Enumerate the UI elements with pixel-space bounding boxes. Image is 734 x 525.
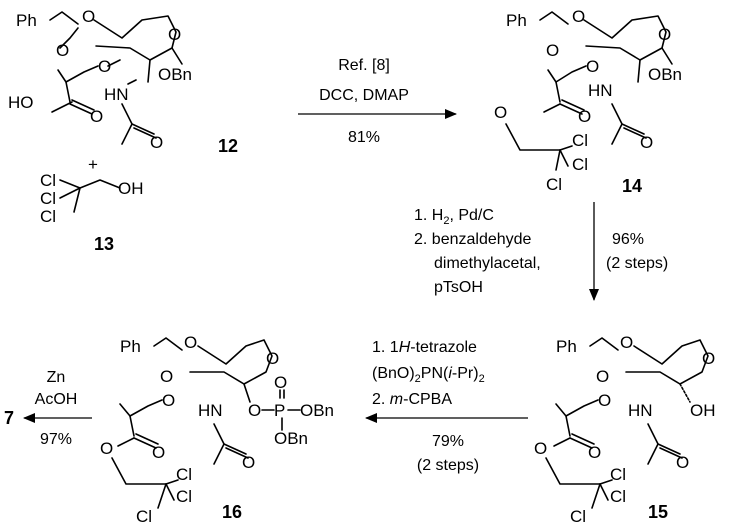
atom-o: O (184, 333, 197, 352)
atom-o: O (596, 367, 609, 386)
atom-o: O (274, 373, 287, 392)
atom-o: O (98, 57, 111, 76)
step4-reagent1: Zn (47, 369, 66, 386)
atom-o: O (702, 349, 715, 368)
atom-o: O (586, 57, 599, 76)
compound-label-15: 15 (648, 502, 668, 522)
atom-ho: HO (8, 93, 34, 112)
step4-reagent2: AcOH (35, 391, 78, 408)
compound-13-structure: Cl Cl Cl OH (40, 171, 144, 226)
step1-yield: 81% (348, 129, 380, 146)
compound-12-structure: Ph O O O OBn O O HO HN O (8, 7, 192, 152)
atom-obn: OBn (648, 65, 682, 84)
atom-o: O (100, 439, 113, 458)
step2-yield: 96% (612, 231, 644, 248)
atom-ph: Ph (16, 11, 37, 30)
atom-obn: OBn (158, 65, 192, 84)
step2-line1: 1. H2, Pd/C (414, 207, 494, 227)
atom-obn: OBn (300, 401, 334, 420)
atom-o: O (82, 7, 95, 26)
atom-o: O (160, 367, 173, 386)
atom-ph: Ph (506, 11, 527, 30)
atom-hn: HN (628, 401, 653, 420)
atom-cl: Cl (40, 207, 56, 226)
atom-o: O (56, 41, 69, 60)
atom-cl: Cl (572, 155, 588, 174)
atom-o: O (588, 443, 601, 462)
atom-cl: Cl (610, 465, 626, 484)
compound-label-13: 13 (94, 234, 114, 254)
compound-label-16: 16 (222, 502, 242, 522)
atom-cl: Cl (136, 507, 152, 525)
step2-line3: dimethylacetal, (434, 255, 541, 272)
atom-o: O (150, 133, 163, 152)
atom-o: O (168, 25, 181, 44)
compound-15-structure: Ph O O O OH O O O Cl Cl Cl HN O (534, 333, 716, 525)
step2-line2: 2. benzaldehyde (414, 231, 532, 248)
atom-cl: Cl (40, 189, 56, 208)
atom-p: P (274, 401, 285, 420)
atom-o: O (162, 391, 175, 410)
atom-o: O (534, 439, 547, 458)
atom-o: O (578, 107, 591, 126)
step4-yield: 97% (40, 431, 72, 448)
step1-ref: Ref. [8] (338, 57, 390, 74)
atom-o: O (640, 133, 653, 152)
atom-cl: Cl (572, 131, 588, 150)
step3-line3: 2. m-CPBA (372, 391, 452, 408)
atom-hn: HN (588, 81, 613, 100)
atom-ph: Ph (120, 337, 141, 356)
atom-o: O (90, 107, 103, 126)
atom-o: O (266, 349, 279, 368)
atom-oh: OH (118, 179, 144, 198)
atom-cl: Cl (176, 465, 192, 484)
atom-o: O (676, 453, 689, 472)
atom-cl: Cl (546, 175, 562, 194)
atom-o: O (598, 391, 611, 410)
step3-yield: 79% (432, 433, 464, 450)
atom-cl: Cl (570, 507, 586, 525)
atom-cl: Cl (610, 487, 626, 506)
step2-steps: (2 steps) (606, 255, 668, 272)
compound-16-structure: Ph O O O O P O OBn OBn O O O Cl Cl Cl HN… (100, 333, 334, 525)
step2-line4: pTsOH (434, 279, 483, 296)
atom-o: O (242, 453, 255, 472)
step3-steps: (2 steps) (417, 457, 479, 474)
atom-o: O (248, 401, 261, 420)
atom-o: O (546, 41, 559, 60)
atom-ph: Ph (556, 337, 577, 356)
atom-cl: Cl (40, 171, 56, 190)
compound-label-7: 7 (4, 408, 14, 428)
compound-label-12: 12 (218, 136, 238, 156)
compound-14-structure: Ph O O O OBn O O O Cl Cl Cl HN O (494, 7, 682, 194)
atom-oh: OH (690, 401, 716, 420)
atom-cl: Cl (176, 487, 192, 506)
atom-o: O (658, 25, 671, 44)
atom-o: O (572, 7, 585, 26)
compound-label-14: 14 (622, 176, 642, 196)
step3-line2: (BnO)2PN(i-Pr)2 (372, 365, 485, 385)
atom-o: O (620, 333, 633, 352)
atom-o: O (494, 103, 507, 122)
atom-obn: OBn (274, 429, 308, 448)
atom-o: O (152, 443, 165, 462)
plus-sign: + (88, 155, 98, 174)
step3-line1: 1. 1H-tetrazole (372, 339, 477, 356)
atom-hn: HN (104, 85, 129, 104)
atom-hn: HN (198, 401, 223, 420)
step1-reagents: DCC, DMAP (319, 87, 409, 104)
